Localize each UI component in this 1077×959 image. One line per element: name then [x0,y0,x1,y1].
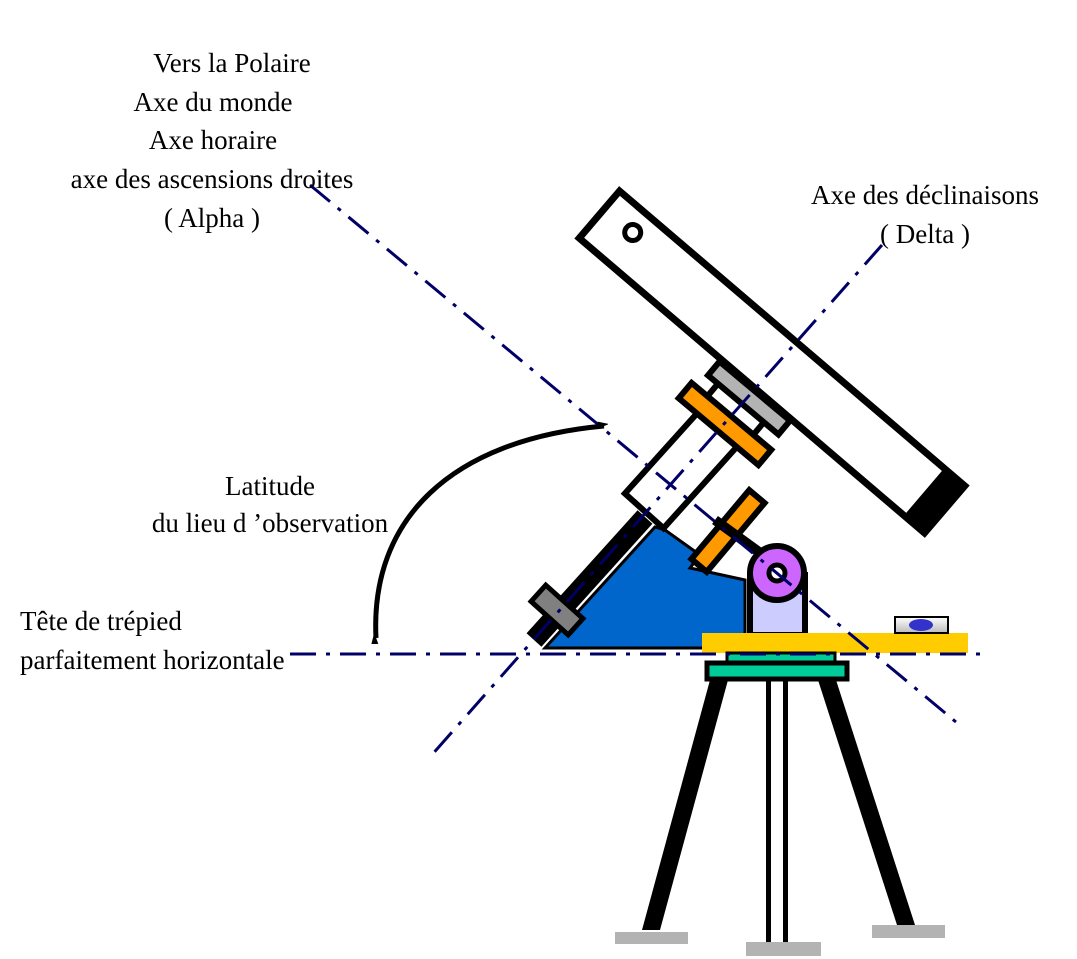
label-polar-2: Axe du monde [133,87,293,117]
label-polar-1: Vers la Polaire [153,48,311,78]
declination-axis [428,244,884,758]
label-latitude-2: du lieu d ’observation [151,508,389,538]
label-polar-5: ( Alpha ) [164,203,260,233]
label-latitude-1: Latitude [225,471,315,501]
bubble-icon [909,619,933,631]
tripod-feet [615,925,945,956]
latitude-arrow [376,426,604,638]
tripod-head [702,633,968,653]
tripod-legs [642,680,915,942]
polar-axis [309,183,963,729]
base-plate [704,660,850,682]
label-polar-4: axe des ascensions droites [70,164,354,194]
label-declination-1: Axe des déclinaisons [811,180,1039,210]
tube-plate [703,357,795,439]
mount [526,357,808,650]
eyepiece-icon [622,222,644,244]
label-tripod-1: Tête de trépied [20,606,182,636]
label-tripod-2: parfaitement horizontale [20,645,285,675]
label-polar-3: Axe horaire [148,125,278,155]
label-declination-2: ( Delta ) [880,219,970,249]
